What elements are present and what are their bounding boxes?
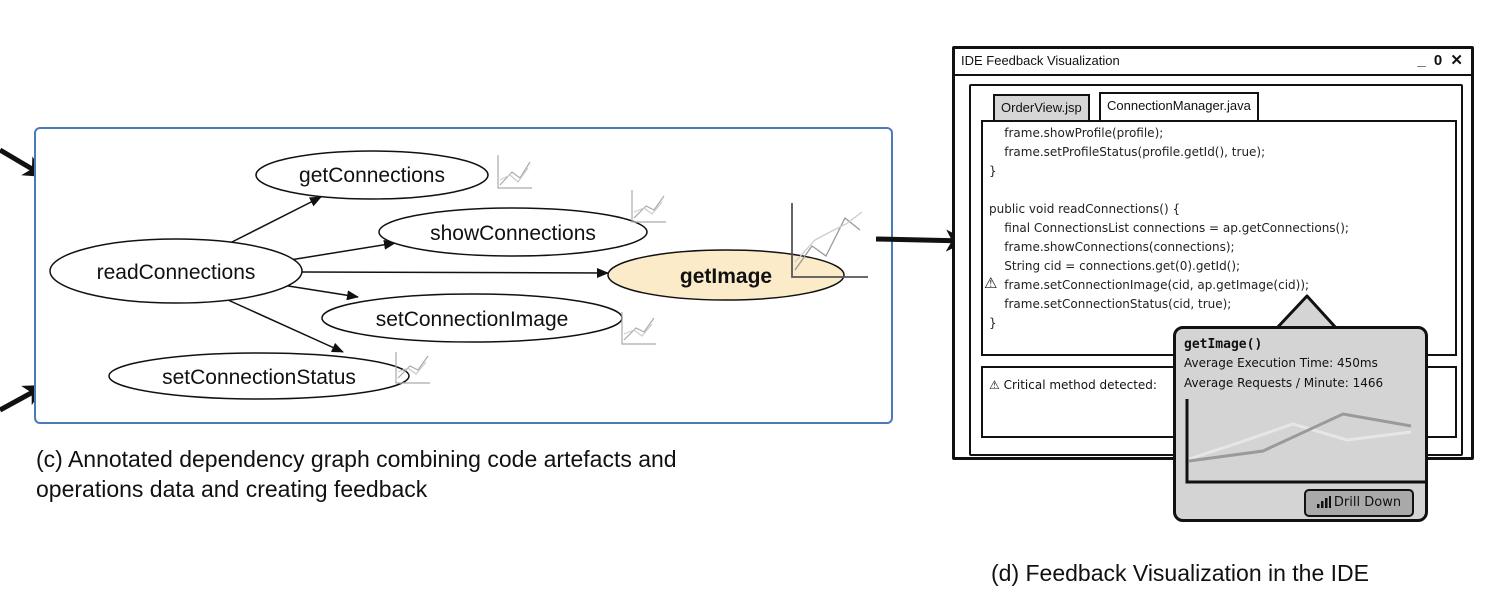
code-line-critical: frame.setConnectionImage(cid, ap.getImag… [989, 278, 1310, 292]
node-setConnectionStatus[interactable]: setConnectionStatus [108, 352, 410, 400]
status-text: ⚠ Critical method detected: [989, 378, 1157, 392]
drill-down-button[interactable]: Drill Down [1304, 489, 1414, 517]
node-label: setConnectionStatus [162, 366, 356, 389]
caption-c-line1: (c) Annotated dependency graph combining… [36, 446, 677, 472]
edge-readConnections-setConnectionStatus [227, 299, 344, 353]
code-line: frame.showConnections(connections); [989, 240, 1235, 254]
node-getConnections[interactable]: getConnections [255, 150, 489, 200]
node-getImage[interactable]: getImage [607, 249, 845, 301]
edge-readConnections-getImage [301, 267, 609, 278]
code-line: String cid = connections.get(0).getId(); [989, 259, 1241, 273]
node-showConnections[interactable]: showConnections [378, 207, 648, 257]
warning-icon[interactable]: ⚠ [984, 275, 998, 292]
sparkline-getConnections-icon [497, 155, 532, 189]
window-controls[interactable]: _ 0 ✕ [1417, 52, 1465, 69]
tooltip-chart [1185, 399, 1425, 484]
caption-c-line2: operations data and creating feedback [36, 476, 428, 502]
code-editor[interactable]: frame.showProfile(profile); frame.setPro… [981, 120, 1457, 356]
graph-to-ide-arrow [875, 229, 968, 252]
sparkline-setConnectionStatus-icon [395, 352, 430, 384]
node-label: getImage [680, 265, 772, 288]
sparkline-getImage-icon [791, 203, 868, 278]
node-readConnections[interactable]: readConnections [49, 238, 303, 304]
code-line: frame.showProfile(profile); [989, 126, 1164, 140]
node-setConnectionImage[interactable]: setConnectionImage [321, 293, 623, 343]
title-divider [955, 74, 1471, 76]
node-label: readConnections [97, 261, 256, 284]
code-line: final ConnectionsList connections = ap.g… [989, 221, 1349, 235]
ide-window-title: IDE Feedback Visualization [961, 53, 1120, 68]
avg-exec-time: Average Execution Time: 450ms [1184, 356, 1378, 370]
sparkline-setConnectionImage-icon [621, 312, 656, 345]
tab-connectionmanager[interactable]: ConnectionManager.java [1099, 92, 1259, 120]
node-label: getConnections [299, 164, 445, 187]
sparkline-showConnections-icon [631, 190, 666, 223]
tooltip-title: getImage() [1184, 337, 1263, 352]
code-line: } [989, 316, 997, 330]
code-line: public void readConnections() { [989, 202, 1181, 216]
edge-readConnections-showConnections [289, 239, 396, 261]
code-line: frame.setProfileStatus(profile.getId(), … [989, 145, 1266, 159]
caption-d: (d) Feedback Visualization in the IDE [991, 560, 1369, 586]
bar-chart-icon [1316, 493, 1331, 517]
code-line: } [989, 164, 997, 178]
edge-readConnections-setConnectionImage [281, 284, 359, 301]
metrics-tooltip: getImage() Average Execution Time: 450ms… [1173, 326, 1428, 522]
drill-down-label: Drill Down [1333, 495, 1402, 510]
node-label: setConnectionImage [376, 308, 569, 331]
node-label: showConnections [430, 222, 596, 245]
graph-frame [34, 127, 893, 424]
avg-requests: Average Requests / Minute: 1466 [1184, 376, 1384, 390]
code-line: frame.setConnectionStatus(cid, true); [989, 297, 1232, 311]
edge-readConnections-getConnections [231, 196, 322, 243]
caption-c: (c) Annotated dependency graph combining… [36, 444, 677, 504]
tab-orderview[interactable]: OrderView.jsp [993, 94, 1090, 120]
